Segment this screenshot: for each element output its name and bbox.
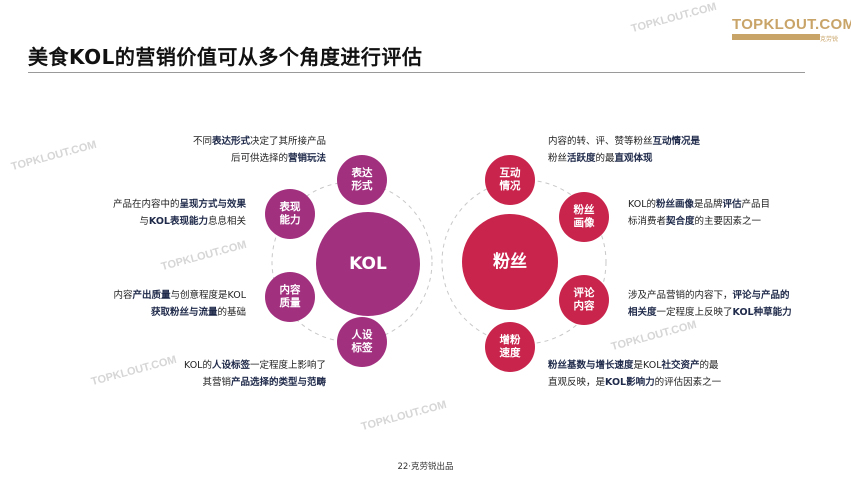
emphasis-text: 活跃度 [567, 153, 596, 164]
fans-description: KOL的粉丝画像是品牌评估产品目标消费者契合度的主要因素之一 [628, 196, 770, 230]
text: 的主要因素之一 [694, 216, 762, 227]
text: KOL的 [628, 199, 656, 210]
emphasis-text: 社交资产 [661, 360, 700, 371]
text: 与 [139, 216, 149, 227]
emphasis-text: KOL影响力 [605, 377, 655, 388]
text: 涉及产品营销的内容下， [628, 290, 733, 301]
logo-text: TOPKLOUT.COM [732, 16, 851, 33]
description-line: 其营销产品选择的类型与范畴 [184, 374, 326, 391]
fans-description: 内容的转、评、赞等粉丝互动情况是粉丝活跃度的最直观体现 [548, 133, 700, 167]
text: 是KOL [633, 360, 662, 371]
page-title: 美食KOL的营销价值可从多个角度进行评估 [28, 45, 423, 69]
emphasis-text: 产品选择的类型与范畴 [230, 377, 326, 388]
kol-node-人设标签: 人设标签 [337, 317, 387, 367]
logo: TOPKLOUT.COM 克劳锐 [732, 16, 851, 43]
emphasis-text: 获取粉丝与流量 [150, 307, 218, 318]
text: 其营销 [202, 377, 231, 388]
fans-node-增粉速度: 增粉速度 [485, 322, 535, 372]
emphasis-text: 营销玩法 [287, 153, 326, 164]
emphasis-text: 粉丝基数与增长速度 [548, 360, 634, 371]
emphasis-text: 产出质量 [132, 290, 171, 301]
text: 与创意程度是KOL [170, 290, 246, 301]
kol-node-表达形式: 表达形式 [337, 155, 387, 205]
emphasis-text: 契合度 [666, 216, 695, 227]
fans-node-评论内容: 评论内容 [559, 275, 609, 325]
logo-bar [732, 34, 820, 40]
text: 是品牌 [694, 199, 723, 210]
description-line: 内容产出质量与创意程度是KOL [113, 287, 246, 304]
description-line: 相关度一定程度上反映了KOL种草能力 [628, 304, 792, 321]
kol-description: 不同表达形式决定了其所接产品后可供选择的营销玩法 [193, 133, 326, 167]
emphasis-text: 互动情况是 [652, 136, 701, 147]
text: 内容 [113, 290, 133, 301]
text: 决定了其所接产品 [249, 136, 326, 147]
text: 的基础 [217, 307, 246, 318]
footer: 22·克劳锐出品 [397, 462, 454, 472]
text: 不同 [192, 136, 212, 147]
description-line: 粉丝基数与增长速度是KOL社交资产的最 [548, 357, 721, 374]
fans-node-互动情况: 互动情况 [485, 155, 535, 205]
description-line: 内容的转、评、赞等粉丝互动情况是 [548, 133, 700, 150]
text: 一定程度上反映了 [656, 307, 733, 318]
emphasis-text: 呈现方式与效果 [179, 199, 246, 210]
text: 后可供选择的 [230, 153, 288, 164]
text: 的最 [699, 360, 719, 371]
description-line: 直观反映，是KOL影响力的评估因素之一 [548, 374, 721, 391]
fans-description: 涉及产品营销的内容下，评论与产品的相关度一定程度上反映了KOL种草能力 [628, 287, 792, 321]
text: 产品目 [741, 199, 771, 210]
emphasis-text: KOL表现能力 [148, 216, 208, 227]
emphasis-text: 人设标签 [211, 360, 250, 371]
text: 产品在内容中的 [112, 199, 180, 210]
fans-node-粉丝画像: 粉丝画像 [559, 192, 609, 242]
kol-center-circle: KOL [316, 212, 420, 316]
description-line: 产品在内容中的呈现方式与效果 [113, 196, 246, 213]
emphasis-text: 直观体现 [614, 153, 653, 164]
kol-node-表现能力: 表现能力 [265, 189, 315, 239]
emphasis-text: 评估 [722, 199, 742, 210]
description-line: 不同表达形式决定了其所接产品 [193, 133, 326, 150]
kol-node-内容质量: 内容质量 [265, 272, 315, 322]
text: 粉丝 [548, 153, 568, 164]
kol-description: 产品在内容中的呈现方式与效果与KOL表现能力息息相关 [113, 196, 246, 230]
title-divider [28, 72, 805, 73]
description-line: 与KOL表现能力息息相关 [113, 213, 246, 230]
emphasis-text: 相关度 [628, 307, 657, 318]
logo-sub: 克劳锐 [820, 36, 839, 43]
kol-description: KOL的人设标签一定程度上影响了其营销产品选择的类型与范畴 [184, 357, 326, 391]
fans-description: 粉丝基数与增长速度是KOL社交资产的最直观反映，是KOL影响力的评估因素之一 [548, 357, 721, 391]
description-line: 后可供选择的营销玩法 [193, 150, 326, 167]
emphasis-text: 粉丝画像 [655, 199, 694, 210]
emphasis-text: 评论与产品的 [732, 290, 790, 301]
text: 一定程度上影响了 [249, 360, 326, 371]
text: KOL的 [183, 360, 212, 371]
emphasis-text: KOL种草能力 [732, 307, 792, 318]
description-line: KOL的人设标签一定程度上影响了 [184, 357, 326, 374]
fans-center-circle: 粉丝 [462, 214, 558, 310]
text: 直观反映，是 [548, 377, 606, 388]
description-line: 涉及产品营销的内容下，评论与产品的 [628, 287, 792, 304]
emphasis-text: 表达形式 [211, 136, 250, 147]
description-line: KOL的粉丝画像是品牌评估产品目 [628, 196, 770, 213]
text: 息息相关 [207, 216, 246, 227]
text: 的评估因素之一 [654, 377, 722, 388]
text: 标消费者 [628, 216, 667, 227]
text: 内容的转、评、赞等粉丝 [548, 136, 653, 147]
text: 的最 [595, 153, 615, 164]
description-line: 获取粉丝与流量的基础 [113, 304, 246, 321]
description-line: 标消费者契合度的主要因素之一 [628, 213, 770, 230]
description-line: 粉丝活跃度的最直观体现 [548, 150, 700, 167]
